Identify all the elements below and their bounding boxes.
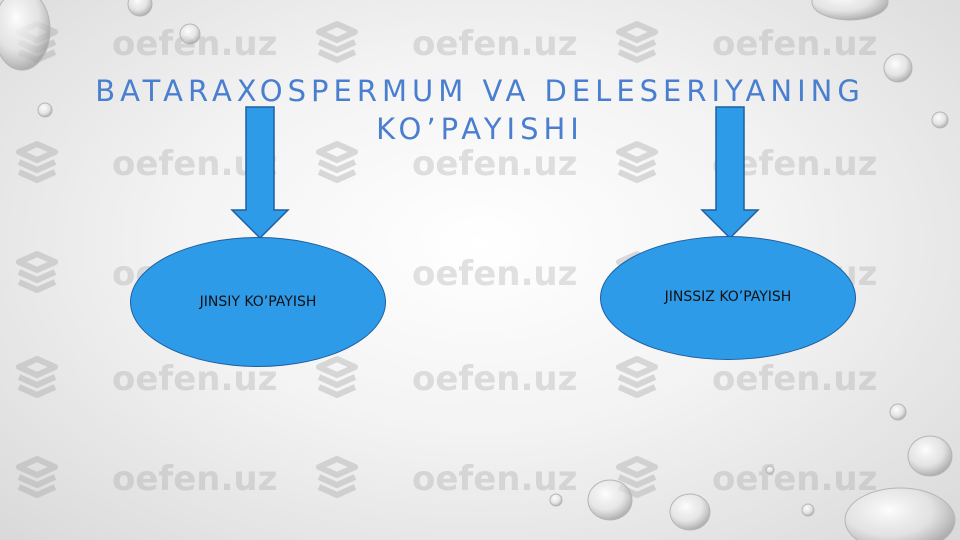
watermark-text: oefen.uz [112, 459, 278, 499]
watermark-text: oefen.uz [412, 144, 578, 184]
watermark-logo-icon [316, 456, 358, 498]
watermark-text: oefen.uz [712, 359, 878, 399]
watermark-logo-icon [16, 356, 58, 398]
watermark-logo-icon [16, 141, 58, 183]
watermark-logo-icon [316, 21, 358, 63]
diagram-title: BATARAXOSPERMUM VA DELESERIYANING KO’PAY… [95, 74, 865, 146]
watermark-text: oefen.uz [112, 24, 278, 64]
watermark-logo-icon [16, 456, 58, 498]
watermark-logo-icon [316, 356, 358, 398]
arrow-down-right [700, 106, 760, 240]
watermark-logo-icon [16, 251, 58, 293]
node-jinssiz-kopayish: JINSSIZ KO’PAYISH [600, 236, 856, 360]
watermark-text: oefen.uz [412, 359, 578, 399]
watermark-logo-icon [16, 21, 58, 63]
watermark-text: oefen.uz [712, 459, 878, 499]
watermark-logo-icon [616, 356, 658, 398]
watermark-logo-icon [616, 456, 658, 498]
node-label: JINSSIZ KO’PAYISH [664, 289, 792, 305]
node-label: JINSIY KO’PAYISH [199, 294, 317, 310]
watermark-text: oefen.uz [712, 24, 878, 64]
arrow-down-left [230, 106, 290, 240]
watermark-text: oefen.uz [412, 459, 578, 499]
watermark-logo-icon [616, 21, 658, 63]
node-jinsiy-kopayish: JINSIY KO’PAYISH [130, 237, 386, 367]
watermark-text: oefen.uz [412, 24, 578, 64]
watermark-text: oefen.uz [412, 254, 578, 294]
